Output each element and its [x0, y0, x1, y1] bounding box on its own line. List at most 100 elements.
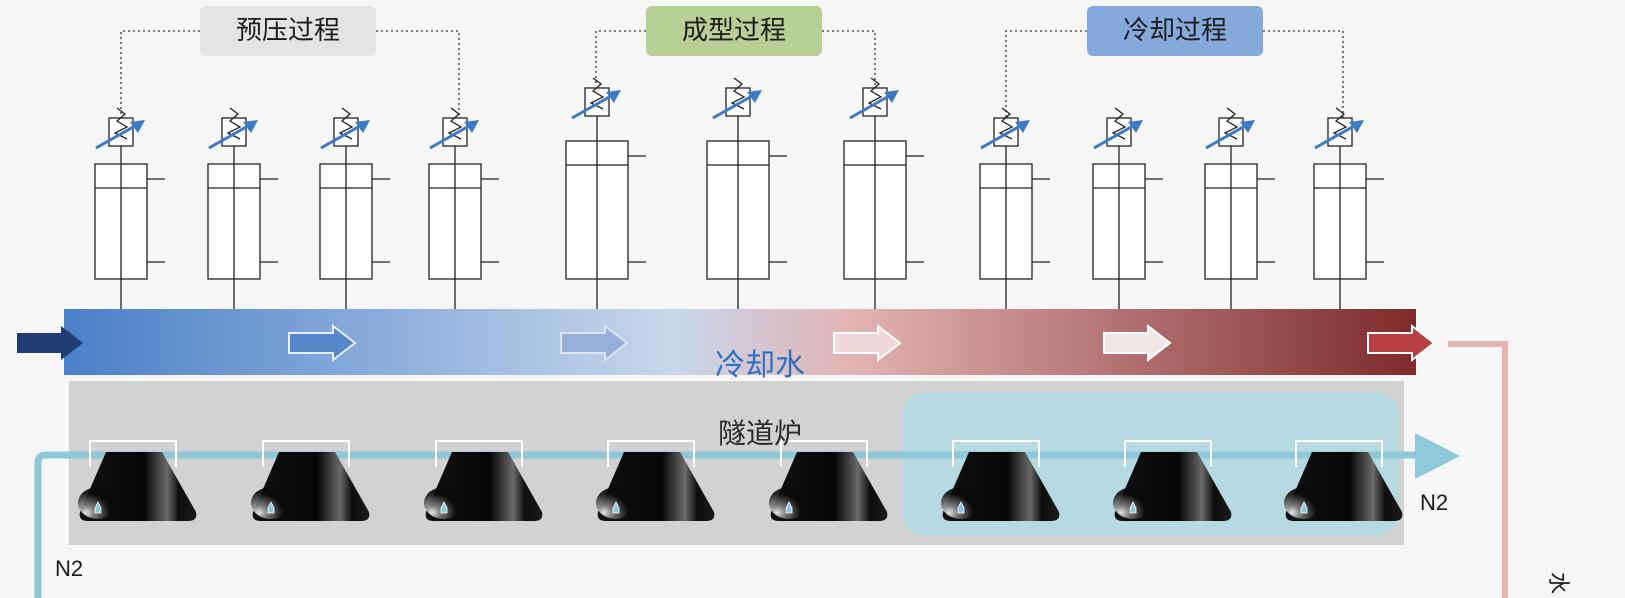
press-unit [1092, 107, 1163, 309]
valve-arrow-head [606, 90, 621, 103]
valve-arrow [980, 124, 1021, 150]
valve-box [862, 87, 888, 117]
stage-tag-forming: 成型过程 [646, 6, 822, 56]
valve-box [1218, 117, 1244, 147]
valve-arrow-head [464, 120, 479, 133]
mold-marker-icon [612, 501, 620, 514]
stage-bracket [595, 30, 876, 86]
mold-marker-icon [1129, 501, 1137, 514]
mold [1284, 440, 1403, 521]
valve-arrow-head [243, 120, 258, 133]
cooling-water-label: 冷却水 [715, 348, 805, 383]
mold-frame [1124, 440, 1212, 467]
molds [78, 440, 1403, 521]
press-unit [565, 77, 646, 309]
mold-marker-icon [440, 501, 448, 514]
nitrogen-line [34, 451, 1420, 598]
valve-arrow [849, 94, 890, 120]
press-units [94, 77, 1384, 309]
mold-frame [952, 440, 1040, 467]
valve-arrow [429, 124, 470, 150]
valve-arrow-head [1015, 120, 1030, 133]
spring-icon [730, 77, 746, 110]
mold-frame [262, 440, 350, 467]
valve-arrow [320, 124, 361, 150]
valve-box [221, 117, 247, 147]
water-outlet-line [1448, 341, 1508, 598]
stage-bracket [1005, 30, 1344, 118]
valve-arrow [1093, 124, 1134, 150]
valve-box [333, 117, 359, 147]
valve-arrow [1205, 124, 1246, 150]
spring-icon [589, 77, 605, 110]
nitrogen-arrow-head [1415, 433, 1460, 479]
spring-icon [998, 107, 1014, 140]
mold [78, 440, 197, 521]
mold-marker-icon [1300, 501, 1308, 514]
valve-arrow-head [1240, 120, 1255, 133]
press-unit [428, 107, 499, 309]
press-unit [319, 107, 390, 309]
mold [941, 440, 1060, 521]
spring-icon [1111, 107, 1127, 140]
stage-tag-label: 成型过程 [681, 16, 786, 46]
valve-box [725, 87, 751, 117]
mold-marker-icon [94, 501, 102, 514]
valve-arrow [95, 124, 136, 150]
mold [424, 440, 543, 521]
mold [596, 440, 715, 521]
valve-box [108, 117, 134, 147]
valve-arrow-head [1128, 120, 1143, 133]
valve-arrow-head [747, 90, 762, 103]
flow-arrow-icon [833, 323, 902, 363]
valve-arrow [712, 94, 753, 120]
flow-arrow-icon [1103, 323, 1172, 363]
mold [769, 440, 888, 521]
stage-tag-label: 预压过程 [235, 16, 340, 46]
valve-arrow-head [130, 120, 145, 133]
n2-outlet-label: N2 [1420, 490, 1449, 515]
spring-icon [1332, 107, 1348, 140]
flow-arrow-icon [1367, 323, 1436, 363]
spring-icon [447, 107, 463, 140]
press-unit [706, 77, 787, 309]
mold-marker-icon [957, 501, 965, 514]
valve-box [1106, 117, 1132, 147]
spring-icon [867, 77, 883, 110]
mold [1113, 440, 1232, 521]
mold-frame [435, 440, 523, 467]
flow-arrow-icon [17, 326, 83, 360]
flow-arrows [17, 323, 1436, 363]
mold-frame [780, 440, 868, 467]
stage-bracket [120, 30, 460, 118]
press-unit [843, 77, 924, 309]
n2-inlet-label: N2 [55, 556, 84, 581]
valve-arrow-head [355, 120, 370, 133]
flow-arrow-icon [560, 323, 629, 363]
mold-frame [89, 440, 177, 467]
valve-box [584, 87, 610, 117]
valve-arrow [1314, 124, 1355, 150]
mold-marker-icon [267, 501, 275, 514]
valve-arrow [208, 124, 249, 150]
spring-icon [1223, 107, 1239, 140]
valve-box [1327, 117, 1353, 147]
press-unit [94, 107, 165, 309]
valve-arrow-head [884, 90, 899, 103]
stage-tag-prepress: 预压过程 [200, 6, 376, 56]
valve-box [442, 117, 468, 147]
press-unit [207, 107, 278, 309]
mold-frame [1295, 440, 1383, 467]
press-unit [1204, 107, 1275, 309]
press-unit [1313, 107, 1384, 309]
water-outlet-label: 水 [1545, 572, 1570, 595]
press-unit [979, 107, 1050, 309]
stage-tag-cooling: 冷却过程 [1087, 6, 1263, 56]
furnace-label: 隧道炉 [717, 417, 802, 450]
mold [251, 440, 370, 521]
mold-marker-icon [785, 501, 793, 514]
mold-frame [607, 440, 695, 467]
spring-icon [338, 107, 354, 140]
